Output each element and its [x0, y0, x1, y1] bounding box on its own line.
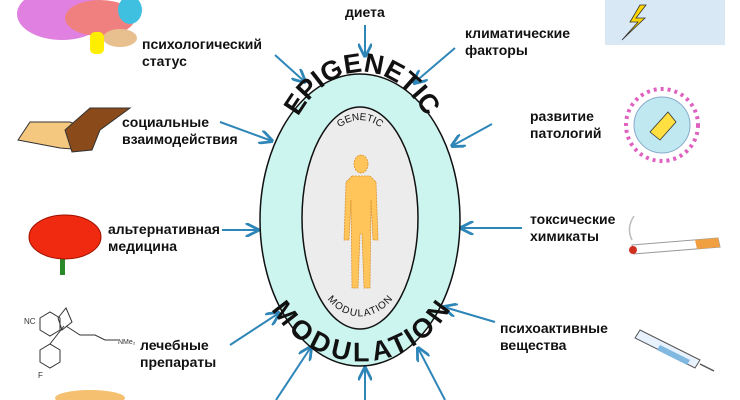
molecule-f-label: F [38, 371, 43, 380]
factor-toxic-line1: токсические [530, 211, 616, 227]
virus-icon [624, 87, 700, 163]
molecule-nc-label: NC [24, 317, 36, 326]
genetic-label: GENETIC [335, 112, 385, 130]
factor-psychoactive-line2: вещества [500, 337, 567, 353]
brain-icon [17, 0, 142, 54]
arrow-psych [274, 54, 305, 82]
human-figure-icon [343, 154, 379, 289]
factor-diet: диета [345, 4, 385, 21]
arrow-bottom-left [275, 347, 311, 400]
factor-altmed-line1: альтернативная [108, 221, 220, 237]
molecule-icon: NC NMe₂ F [24, 307, 136, 380]
factor-drugs-line2: препараты [140, 354, 217, 370]
handshake-icon [17, 107, 132, 153]
factor-psychoactive-line1: психоактивные [500, 320, 608, 336]
flower-icon [28, 214, 102, 275]
arrow-pathology [452, 123, 493, 146]
factor-pathology-line1: развитие [530, 108, 594, 124]
cigarette-icon [628, 215, 721, 255]
factor-toxic-line2: химикаты [530, 228, 599, 244]
food-icon [55, 390, 125, 400]
factor-climate-line1: климатические [465, 25, 571, 41]
arrow-bottom-right [418, 348, 446, 400]
factor-social-line1: социальные [122, 114, 210, 130]
arrow-social [219, 121, 272, 141]
factor-diet-line1: диета [345, 4, 385, 20]
arrow-psychoactive [444, 307, 496, 323]
arrows [219, 25, 522, 400]
factor-psych-line2: статус [142, 53, 187, 69]
factor-psych-line1: психологический [142, 36, 262, 52]
molecule-nme-label: NMe₂ [118, 339, 136, 346]
arrow-climate [414, 47, 456, 83]
factor-climate-line2: факторы [465, 42, 528, 58]
syringe-icon [634, 329, 715, 372]
factor-drugs-line1: лечебные [140, 337, 209, 353]
factor-pathology-line2: патологий [530, 125, 602, 141]
storm-icon [605, 0, 725, 45]
factor-social-line2: взаимодействия [122, 131, 238, 147]
arrow-drugs [229, 313, 279, 346]
factor-altmed-line2: медицина [108, 238, 178, 254]
